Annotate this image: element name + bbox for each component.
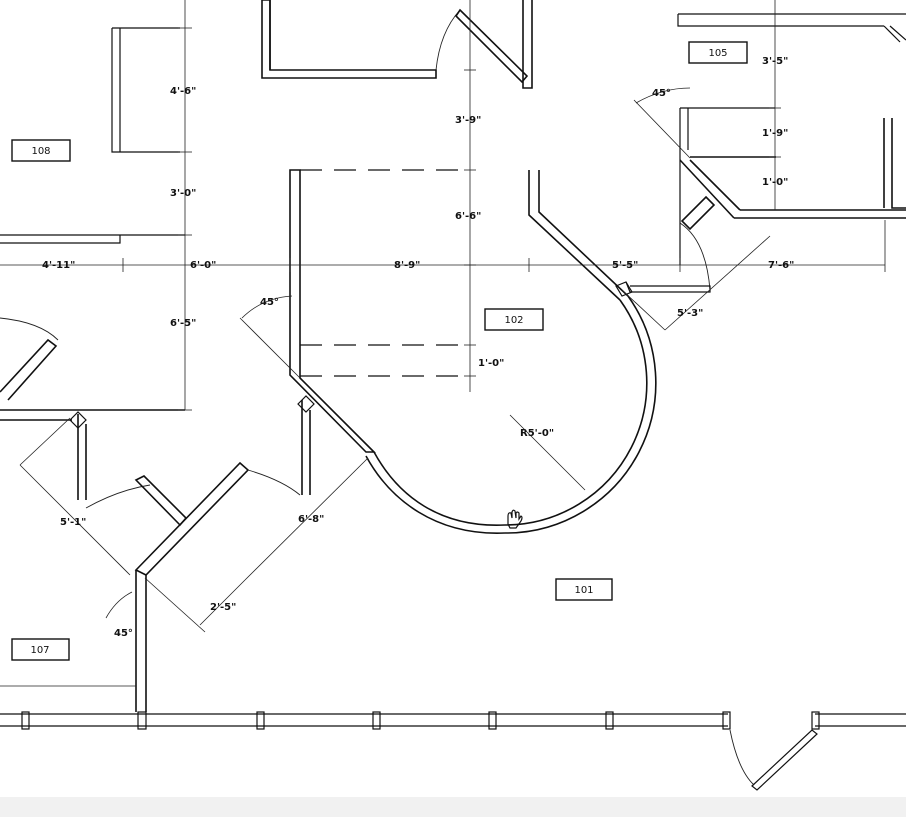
dim-5-1: 5'-1" — [60, 517, 86, 528]
left-room-walls — [0, 234, 185, 421]
dim-5-5: 5'-5" — [612, 260, 638, 271]
dim-45-bottom: 45° — [114, 628, 133, 639]
room-tag-105: 105 — [688, 41, 748, 64]
room-105-walls — [677, 13, 906, 265]
room-105-door — [625, 222, 711, 293]
dim-6-8: 6'-8" — [298, 514, 324, 525]
room-107-label: 107 — [30, 645, 49, 656]
dim-6-5: 6'-5" — [170, 318, 196, 329]
dim-3-9: 3'-9" — [455, 115, 481, 126]
dimension-lines — [0, 0, 886, 687]
dim-1-0: 1'-0" — [478, 358, 504, 369]
room-102-walls — [289, 169, 657, 534]
dim-6-0: 6'-0" — [190, 260, 216, 271]
dim-7-6: 7'-6" — [768, 260, 794, 271]
dim-4-6: 4'-6" — [170, 86, 196, 97]
dimension-labels: 4'-6" 3'-0" 6'-5" 3'-9" 6'-6" 1'-0" 3'-5… — [42, 56, 794, 639]
room-108-cabinet — [111, 27, 180, 153]
dim-3-0: 3'-0" — [170, 188, 196, 199]
hand-cursor-icon — [507, 509, 523, 529]
upper-door — [435, 8, 529, 84]
bottom-bar — [0, 797, 906, 817]
room-105-label: 105 — [708, 48, 727, 59]
dim-6-6: 6'-6" — [455, 211, 481, 222]
dim-45-left: 45° — [260, 297, 279, 308]
dim-1-9: 1'-9" — [762, 128, 788, 139]
room-108-label: 108 — [31, 146, 50, 157]
room-tag-108: 108 — [11, 139, 71, 162]
dim-8-9: 8'-9" — [394, 260, 420, 271]
storefront-wall — [0, 711, 906, 791]
dim-1-0-top: 1'-0" — [762, 177, 788, 188]
room-tag-107: 107 — [11, 638, 70, 661]
dim-2-5: 2'-5" — [210, 602, 236, 613]
room-tag-102: 102 — [484, 308, 544, 331]
room-101-label: 101 — [574, 585, 593, 596]
dim-5-3: 5'-3" — [677, 308, 703, 319]
room-102-label: 102 — [504, 315, 523, 326]
dim-45-top: 45° — [652, 88, 671, 99]
dim-4-11: 4'-11" — [42, 260, 75, 271]
upper-room-walls — [261, 0, 533, 89]
dim-r5-0: R5'-0" — [520, 428, 554, 439]
dim-3-5: 3'-5" — [762, 56, 788, 67]
room-tag-101: 101 — [555, 578, 613, 601]
vestibule-walls — [69, 395, 315, 712]
